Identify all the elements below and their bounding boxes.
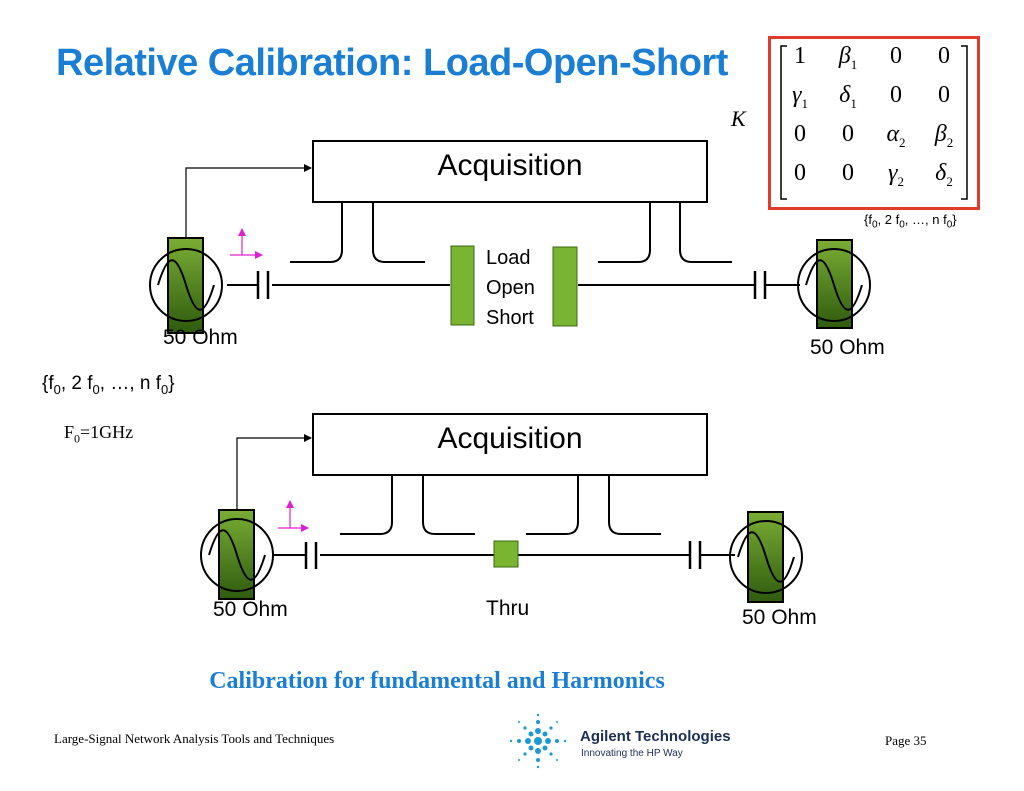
thru-label: Thru <box>486 597 530 620</box>
standard-short: Short <box>486 307 534 329</box>
matrix-cell: 0 <box>775 160 825 187</box>
top-coupler-right-b <box>679 202 732 263</box>
matrix-cell-symbol: 0 <box>938 43 950 69</box>
matrix-cell-subscript: 2 <box>897 173 904 189</box>
matrix-cell-symbol: α <box>886 121 900 147</box>
bottom-diagram <box>200 413 803 603</box>
standard-load: Load <box>486 247 531 269</box>
matrix-cell: 0 <box>919 43 969 70</box>
matrix-cell: 1 <box>775 43 825 70</box>
matrix-cell: α2 <box>871 121 921 151</box>
matrix-cell-symbol: 0 <box>938 82 950 108</box>
matrix-cell: δ1 <box>823 82 873 112</box>
bottom-coupler-right-b <box>608 475 661 535</box>
top-acquisition-label: Acquisition <box>437 149 583 182</box>
matrix-cell: δ2 <box>919 160 969 190</box>
top-diagram <box>149 140 871 334</box>
page-number: Page 35 <box>885 733 927 748</box>
logo-tagline: Innovating the HP Way <box>581 748 683 759</box>
bottom-acquisition-box <box>312 413 708 476</box>
matrix-cell-subscript: 1 <box>850 95 857 111</box>
matrix-cell-symbol: γ <box>792 82 802 108</box>
matrix-cell: 0 <box>775 121 825 148</box>
logo-wordmark: Agilent Technologies <box>580 728 731 745</box>
matrix-cell-symbol: β <box>838 43 851 69</box>
matrix-brackets <box>780 45 968 200</box>
top-right-source-icon <box>797 248 871 322</box>
matrix-cell-subscript: 2 <box>946 173 953 189</box>
bottom-coupler-left-a <box>340 475 393 535</box>
matrix-cell: 0 <box>871 82 921 109</box>
top-coupler-left-a <box>290 202 343 263</box>
matrix-cell-symbol: γ <box>888 160 898 186</box>
bottom-right-source-body <box>747 511 784 603</box>
fundamental-frequency-label: F0=1GHz <box>64 422 134 446</box>
top-coupler-left-b <box>372 202 425 263</box>
matrix-frequency-set: {f0, 2 f0, …, n f0} <box>864 212 957 231</box>
bottom-source-to-acquisition-arrow <box>236 434 312 510</box>
matrix-cell-symbol: δ <box>839 82 851 108</box>
bottom-coupler-right-a <box>526 475 579 535</box>
thru-standard <box>493 540 519 568</box>
top-right-impedance: 50 Ohm <box>810 336 885 359</box>
bottom-left-source-icon <box>200 518 274 592</box>
matrix-cell: 0 <box>823 121 873 148</box>
matrix-cell-subscript: 1 <box>850 56 858 72</box>
top-left-standard <box>450 245 475 326</box>
footer-title: Large-Signal Network Analysis Tools and … <box>54 731 335 746</box>
matrix-cell-symbol: 0 <box>794 160 806 186</box>
bottom-coupler-left-b <box>422 475 475 535</box>
bottom-left-impedance: 50 Ohm <box>213 598 288 621</box>
matrix-cell-symbol: 0 <box>842 121 854 147</box>
matrix-cell: γ2 <box>871 160 921 190</box>
top-left-impedance: 50 Ohm <box>163 326 238 349</box>
matrix-label: K <box>731 106 746 131</box>
top-coupler-right-a <box>598 202 651 263</box>
matrix-cell: β1 <box>823 43 873 73</box>
bottom-right-source-icon <box>729 520 803 594</box>
bottom-acquisition-label: Acquisition <box>437 422 583 455</box>
standard-open: Open <box>486 277 535 299</box>
top-left-source-icon <box>149 248 223 322</box>
matrix-cell-symbol: 0 <box>794 121 806 147</box>
matrix-cell: γ1 <box>775 82 825 112</box>
matrix-cell-symbol: 1 <box>794 43 806 69</box>
slide-caption: Calibration for fundamental and Harmonic… <box>209 668 665 694</box>
frequency-set-label: {f0, 2 f0, …, n f0} <box>42 373 175 397</box>
top-right-standard <box>552 246 578 327</box>
matrix-cell-subscript: 1 <box>801 95 808 111</box>
slide-title: Relative Calibration: Load-Open-Short <box>56 42 728 84</box>
matrix-cell: β2 <box>919 121 969 151</box>
matrix-cell-subscript: 2 <box>899 134 906 150</box>
top-acquisition-box <box>312 140 708 203</box>
standards-list: Load Open Short <box>486 243 535 333</box>
matrix-cell: 0 <box>823 160 873 187</box>
matrix-cell-subscript: 2 <box>946 134 954 150</box>
bottom-right-impedance: 50 Ohm <box>742 606 817 629</box>
matrix-cell-symbol: δ <box>935 160 947 186</box>
matrix-cell-symbol: 0 <box>842 160 854 186</box>
agilent-spark-icon <box>509 713 567 769</box>
matrix-cell: 0 <box>871 43 921 70</box>
top-source-to-acquisition-arrow <box>185 164 312 238</box>
matrix-cell: 0 <box>919 82 969 109</box>
matrix-cell-symbol: β <box>934 121 947 147</box>
matrix-cell-symbol: 0 <box>890 82 902 108</box>
matrix-cell-symbol: 0 <box>890 43 902 69</box>
